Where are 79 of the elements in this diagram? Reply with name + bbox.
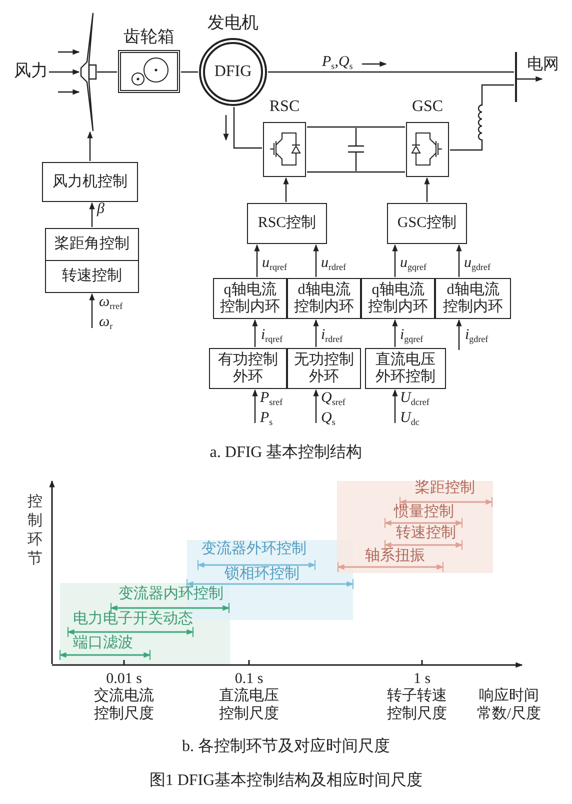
- loop-box: q轴电流控制内环: [361, 278, 435, 319]
- scale-label: 交流电流控制尺度: [93, 687, 155, 723]
- range-label: 端口滤波: [72, 634, 134, 652]
- component-heading: 发电机: [206, 14, 260, 31]
- range-label: 锁相环控制: [224, 565, 300, 583]
- edge-label: ω$_{rref}$ ω$_{r}$: [99, 294, 124, 333]
- arrow: [49, 69, 80, 75]
- scale-label: 直流电压控制尺度: [218, 687, 280, 723]
- edge-label: i$_{rqref}$: [261, 327, 283, 346]
- arrow: [87, 131, 93, 161]
- control-box: RSC控制: [247, 203, 327, 244]
- range-label: 轴系扭振: [364, 547, 426, 565]
- edge-label: i$_{rdref}$: [321, 327, 343, 346]
- range-label: 惯量控制: [392, 503, 455, 521]
- arrow: [89, 293, 95, 328]
- arrow: [313, 319, 319, 347]
- control-box: 风力机控制: [42, 162, 138, 202]
- connector-line: [233, 107, 262, 149]
- edge-label: P$_{sref}$ P$_{s}$: [260, 390, 284, 429]
- figure-caption: 图1 DFIG基本控制结构及相应时间尺度: [148, 772, 424, 789]
- arrow: [456, 244, 462, 277]
- arrow: [89, 202, 95, 227]
- input-label: 风力: [14, 62, 48, 79]
- edge-label: u$_{gdref}$: [464, 255, 490, 274]
- control-box: GSC控制: [387, 203, 467, 244]
- connector-line: [307, 171, 405, 173]
- scale-label: 转子转速控制尺度: [386, 687, 448, 723]
- connector-line: [97, 71, 117, 73]
- edge-label: i$_{gqref}$: [400, 327, 424, 346]
- edge-label: Q$_{sref}$ Q$_{s}$: [321, 390, 346, 429]
- generator-circle: DFIG: [199, 38, 267, 106]
- arrow: [456, 319, 462, 350]
- arrow: [58, 49, 80, 55]
- range-label: 转速控制: [395, 524, 457, 542]
- panel-caption: b. 各控制环节及对应时间尺度: [181, 737, 391, 756]
- arrow: [313, 244, 319, 277]
- loop-box: 有功控制外环: [209, 348, 287, 389]
- arrow: [252, 319, 258, 347]
- connector-line: [181, 71, 198, 73]
- arrow: [252, 389, 258, 423]
- tick-label: 0.1 s: [234, 670, 264, 687]
- arrow: [517, 76, 543, 82]
- axis-label: 控制环节: [27, 493, 43, 569]
- converter-label: GSC: [410, 98, 444, 115]
- tick-label: 1 s: [412, 670, 432, 688]
- axis-label: 响应时间常数/尺度: [476, 687, 542, 723]
- control-box: 转速控制: [45, 260, 139, 293]
- arrow: [392, 244, 398, 277]
- edge-label: β: [97, 201, 104, 218]
- loop-box: 直流电压外环控制: [365, 348, 446, 389]
- range-label: 变流器内环控制: [118, 585, 224, 603]
- connector-line: [307, 126, 405, 128]
- loop-box: d轴电流控制内环: [287, 278, 361, 319]
- range-label: 桨距控制: [414, 479, 476, 497]
- converter-label: RSC: [268, 98, 301, 115]
- control-box: 桨距角控制: [45, 228, 139, 261]
- arrow: [313, 389, 319, 423]
- inductor-line: [450, 84, 514, 151]
- tick-label: 0.01 s: [105, 670, 143, 687]
- panel-caption: a. DFIG 基本控制结构: [208, 443, 364, 462]
- edge-label: u$_{rqref}$: [262, 255, 287, 274]
- arrow: [254, 244, 260, 277]
- loop-box: 无功控制外环: [287, 348, 361, 389]
- edge-label: u$_{rdref}$: [321, 255, 346, 274]
- component-heading: 齿轮箱: [122, 28, 176, 45]
- arrow: [424, 177, 430, 202]
- arrow: [283, 177, 289, 202]
- arrow: [392, 389, 398, 423]
- range-label: 变流器外环控制: [200, 540, 308, 558]
- loop-box: d轴电流控制内环: [435, 278, 511, 319]
- edge-label: i$_{gdref}$: [465, 327, 488, 346]
- edge-label: P$_{s}$,Q$_{s}$: [322, 54, 353, 73]
- loop-box: q轴电流控制内环: [213, 278, 287, 319]
- arrow: [392, 319, 398, 347]
- grid-label: 电网: [527, 56, 559, 73]
- range-label: 电力电子开关动态: [72, 610, 194, 628]
- connector-line: [268, 71, 514, 73]
- arrow: [58, 89, 80, 95]
- edge-label: u$_{gqref}$: [400, 255, 426, 274]
